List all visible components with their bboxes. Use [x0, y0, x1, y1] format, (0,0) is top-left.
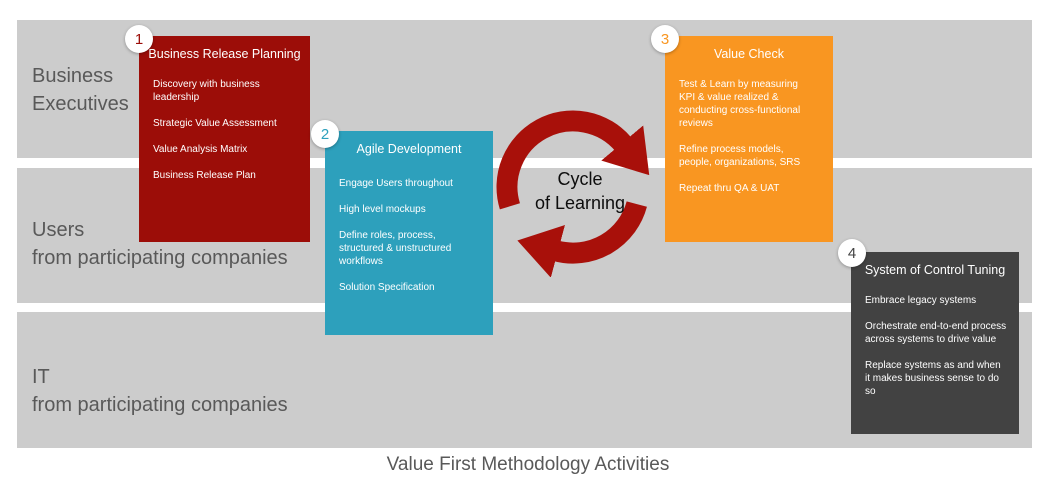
box-item: Strategic Value Assessment [153, 118, 277, 129]
lane-label-line: Executives [32, 93, 129, 115]
box-item: Engage Users throughout [339, 178, 453, 189]
cycle-of-learning-graphic: Cycle of Learning [495, 97, 665, 277]
box-item: Value Analysis Matrix [153, 144, 248, 155]
step-number-badge: 2 [311, 120, 339, 148]
box-item: Orchestrate end-to-end process across sy… [865, 321, 1007, 345]
step-number-badge: 1 [125, 25, 153, 53]
box-item: Embrace legacy systems [865, 295, 977, 306]
lane-label-it: IT from participating companies [32, 363, 288, 419]
diagram-caption: Value First Methodology Activities [386, 454, 670, 475]
box-item: Test & Learn by measuring KPI & value re… [679, 79, 801, 129]
box-item: High level mockups [339, 204, 426, 215]
box-agile-development: 2 Agile Development Engage Users through… [311, 120, 493, 335]
lane-label-users: Users from participating companies [32, 216, 288, 272]
box-item-list: Embrace legacy systems Orchestrate end-t… [851, 294, 1019, 398]
box-item: Discovery with business leadership [153, 79, 260, 103]
cycle-arrows-icon [496, 110, 650, 277]
box-value-check: 3 Value Check Test & Learn by measuring … [651, 25, 833, 242]
box-title: Value Check [714, 47, 784, 61]
box-item: Define roles, process, structured & unst… [339, 230, 452, 267]
box-item: Replace systems as and when it makes bus… [865, 360, 1001, 397]
lane-label-line: Business [32, 65, 114, 87]
cycle-arrow-bottom [517, 200, 647, 277]
box-system-of-control-tuning: 4 System of Control Tuning Embrace legac… [838, 239, 1019, 434]
lane-label-business-executives: Business Executives [32, 62, 129, 118]
cycle-of-learning-label: Cycle of Learning [495, 97, 665, 277]
box-item-list: Test & Learn by measuring KPI & value re… [665, 78, 833, 195]
box-item: Business Release Plan [153, 170, 256, 181]
box-business-release-planning: 1 Business Release Planning Discovery wi… [125, 25, 310, 242]
box-item-list: Discovery with business leadership Strat… [139, 78, 310, 182]
box-item: Refine process models, people, organizat… [679, 144, 801, 168]
lane-label-line: Users [32, 219, 85, 241]
box-item: Solution Specification [339, 282, 435, 293]
lane-label-line: from participating companies [32, 247, 288, 269]
step-number-badge: 4 [838, 239, 866, 267]
lane-label-line: from participating companies [32, 394, 288, 416]
box-item: Repeat thru QA & UAT [679, 183, 780, 194]
box-title: Agile Development [356, 142, 462, 156]
cycle-arrow-top [496, 110, 650, 210]
lane-label-line: IT [32, 366, 50, 388]
cycle-label-line: Cycle [557, 169, 603, 189]
box-item-list: Engage Users throughout High level mocku… [325, 177, 493, 294]
box-title: Business Release Planning [148, 47, 301, 61]
cycle-label-line: of Learning [534, 193, 626, 213]
step-number-badge: 3 [651, 25, 679, 53]
box-title: System of Control Tuning [864, 263, 1006, 277]
